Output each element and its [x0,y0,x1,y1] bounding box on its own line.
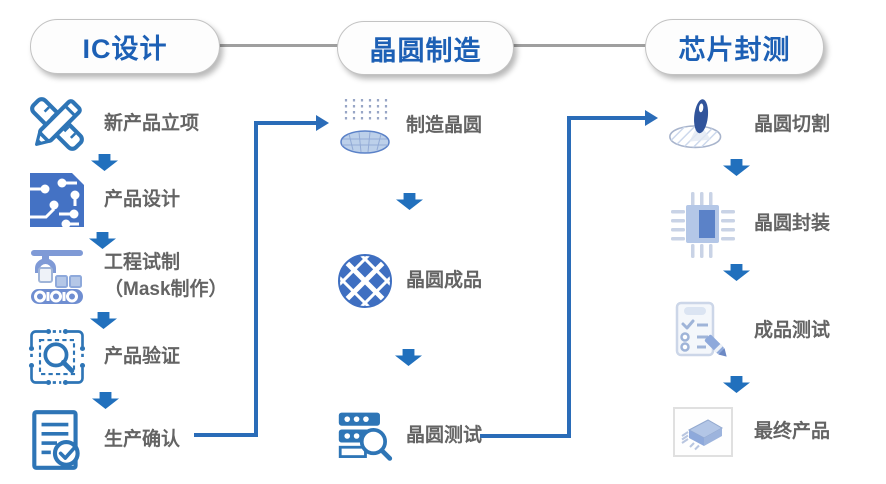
step-wafer-dicing: 晶圆切割 [664,96,830,154]
flow-arrow-down-icon [723,376,750,393]
step-product-design: 产品设计 [22,168,180,232]
connector-1-horizontal-end [254,121,316,125]
step-product-validation: 产品验证 [22,323,180,391]
step-engineering-trial: 工程试制（Mask制作） [22,246,228,308]
ruler-pencil-icon [22,91,92,157]
connector-2-horizontal-start [480,434,571,438]
step-wafer-packaging: 晶圆封装 [664,188,830,260]
connector-1-vertical [254,121,258,437]
step-production-confirmation: 生产确认 [22,407,180,473]
flow-arrow-down-icon [395,349,422,366]
step-label: 晶圆成品 [406,269,483,291]
phase-pill-package-test: 芯片封测 [645,19,824,75]
step-final-product: 最终产品 [664,407,830,457]
connector-2-horizontal-end [567,116,645,120]
connector-1-arrowhead-icon [316,115,329,131]
phase-pill-label: IC设计 [82,34,168,64]
step-label: 晶圆封装 [754,212,831,234]
step-label: 新产品立项 [104,112,200,134]
step-label: 产品验证 [104,345,181,367]
phase-pill-wafer-fab: 晶圆制造 [337,21,514,75]
connector-1-horizontal-start [194,433,258,437]
wafer-fab-icon [336,97,394,155]
flow-arrow-down-icon [396,193,423,210]
phase-link-line-1 [213,44,341,47]
step-label: 产品设计 [104,188,181,210]
flow-arrow-down-icon [723,264,750,281]
document-check-icon [22,407,92,473]
step-label: 工程试制（Mask制作） [104,252,228,300]
phase-pill-ic-design: IC设计 [30,19,220,74]
phase-link-line-2 [508,44,648,47]
step-label: 生产确认 [104,428,181,450]
step-label: 晶圆测试 [406,424,483,446]
wafer-probe-test-icon [336,407,394,465]
assembly-machine-icon [22,246,92,308]
flow-arrow-down-icon [723,159,750,176]
step-final-product-test: 成品测试 [664,299,830,363]
circuit-board-icon [22,168,92,232]
connector-2-vertical [567,116,571,438]
finished-wafer-icon [336,252,394,310]
connector-2-arrowhead-icon [645,110,658,126]
wafer-dicing-icon [664,96,742,154]
final-test-icon [664,299,742,363]
step-label: 最终产品 [754,420,831,442]
step-label: 晶圆切割 [754,113,831,135]
step-label: 成品测试 [754,319,831,341]
step-wafer-fabrication: 制造晶圆 [336,97,482,155]
phase-pill-label: 晶圆制造 [369,35,482,66]
step-finished-wafer: 晶圆成品 [336,252,482,310]
circuit-inspect-icon [22,323,92,391]
step-wafer-test: 晶圆测试 [336,407,482,465]
final-product-icon [664,407,742,457]
phase-pill-label: 芯片封测 [678,34,791,65]
step-label: 制造晶圆 [406,114,483,136]
chip-packaging-icon [664,188,742,260]
step-new-product-initiation: 新产品立项 [22,91,199,157]
